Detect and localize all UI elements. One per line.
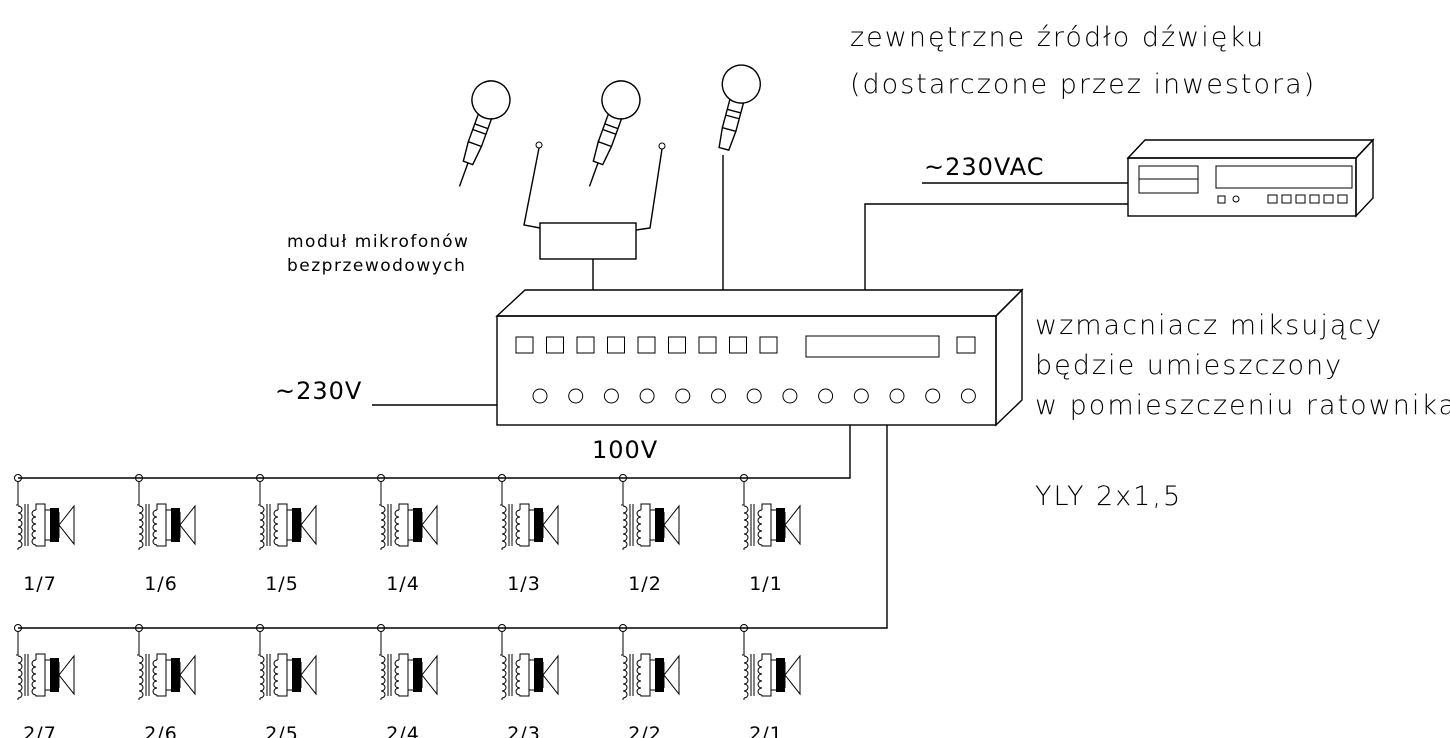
speaker-icon [740, 474, 801, 550]
speaker-label: 2/5 [265, 723, 299, 738]
speaker-label: 2/7 [23, 723, 57, 738]
speaker-label: 2/3 [507, 723, 541, 738]
speaker-icon [256, 474, 317, 550]
speaker-label: 1/6 [144, 573, 178, 595]
speaker-icon [14, 624, 75, 700]
speaker-label: 2/1 [749, 723, 783, 738]
speaker-label: 1/5 [265, 573, 299, 595]
speaker-icon [135, 624, 196, 700]
speaker-icon [619, 474, 680, 550]
speaker-label: 1/1 [749, 573, 783, 595]
v-230-label: ~230V [275, 377, 362, 405]
external-source-label-line2: (dostarczone przez inwestora) [850, 69, 1316, 100]
speaker-label: 1/7 [23, 573, 57, 595]
line-1-cable [18, 425, 851, 479]
microphone-icon [718, 64, 761, 151]
speaker-label: 2/2 [628, 723, 662, 738]
speaker-label: 1/2 [628, 573, 662, 595]
speaker-icon [256, 624, 317, 700]
v-100-label: 100V [592, 436, 658, 464]
speaker-icon [377, 624, 438, 700]
wireless-module-icon [523, 141, 666, 290]
mixing-amplifier-icon [495, 288, 1024, 427]
vac-230-label: ~230VAC [924, 153, 1045, 181]
wireless-module-label-line2: bezprzewodowych [287, 256, 466, 276]
speaker-icon [619, 624, 680, 700]
line-1-speakers: 1/7 1/6 1/5 1/4 1/3 1/2 1/1 [14, 474, 801, 595]
line-2-cable [18, 425, 888, 629]
speaker-icon [377, 474, 438, 550]
cd-player-icon [1126, 138, 1375, 218]
speaker-label: 1/4 [386, 573, 420, 595]
amplifier-label-line2: będzie umieszczony [1035, 350, 1343, 381]
wireless-microphone-icon-2 [588, 80, 641, 187]
speaker-icon [740, 624, 801, 700]
wireless-module-label-line1: moduł mikrofonów [287, 232, 469, 252]
external-source-label-line1: zewnętrzne źródło dźwięku [850, 22, 1265, 53]
speaker-icon [14, 474, 75, 550]
speaker-icon [135, 474, 196, 550]
amplifier-label-line3: w pomieszczeniu ratownika [1035, 390, 1450, 421]
line-2-speakers: 2/7 2/6 2/5 2/4 2/3 2/2 2/1 [14, 624, 801, 738]
wireless-microphone-icon-1 [458, 80, 511, 187]
amplifier-label-line1: wzmacniacz miksujący [1035, 310, 1383, 341]
speaker-label: 2/6 [144, 723, 178, 738]
player-signal-line [864, 203, 1128, 290]
speaker-icon [498, 474, 559, 550]
speaker-label: 2/4 [386, 723, 420, 738]
speaker-label: 1/3 [507, 573, 541, 595]
speaker-icon [498, 624, 559, 700]
cable-label: YLY 2x1,5 [1035, 481, 1182, 512]
